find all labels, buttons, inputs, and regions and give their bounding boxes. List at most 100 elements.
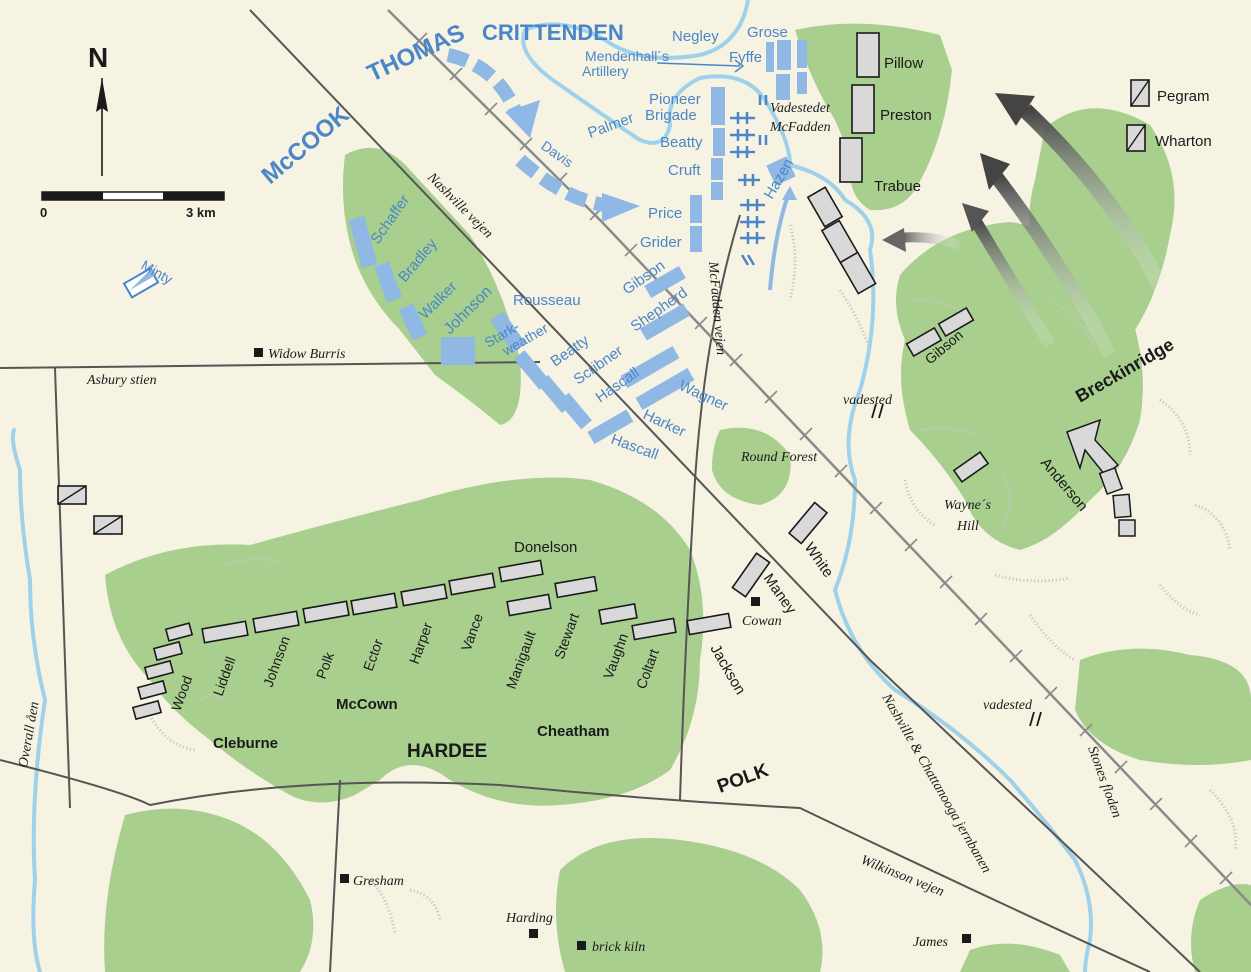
confederate-block <box>905 326 943 358</box>
union-block <box>777 40 791 70</box>
cavalry-slashes <box>57 485 123 535</box>
union-arrowheads <box>505 100 797 222</box>
confederate-block <box>201 620 249 644</box>
union-block <box>711 182 723 200</box>
waynes-hill-label-1: Wayne´s <box>944 498 991 513</box>
confederate-block <box>152 640 184 662</box>
gresham-marker <box>340 874 349 883</box>
union-block <box>489 311 527 353</box>
trabue-label: Trabue <box>874 178 921 195</box>
roads <box>0 9 1201 972</box>
confederate-block <box>806 186 844 228</box>
union-block <box>635 367 695 411</box>
confederate-attack-arrows <box>882 93 1175 359</box>
harding-marker <box>529 929 538 938</box>
legend-wharton: Wharton <box>1155 133 1212 150</box>
confederate-block <box>598 603 638 625</box>
confederate-block <box>506 593 552 617</box>
union-block <box>644 265 686 299</box>
union-block <box>711 158 723 180</box>
union-artillery <box>730 95 768 266</box>
rousseau-label: Rousseau <box>513 292 581 309</box>
asbury-label: Asbury stien <box>86 373 157 388</box>
nashville-road <box>249 9 1201 972</box>
vadestedet-label-2: McFadden <box>769 120 831 135</box>
confederate-block <box>839 251 877 295</box>
confederate-block <box>851 84 875 134</box>
confederate-block <box>856 32 880 78</box>
minty-cavalry <box>122 267 160 299</box>
beatty-label-north: Beatty <box>660 134 703 151</box>
vadestedet-label-1: Vadestedet <box>770 101 831 116</box>
union-block <box>711 87 725 125</box>
round-forest-label: Round Forest <box>740 450 818 465</box>
north-arrow-icon <box>96 78 108 112</box>
stones-river <box>521 0 1093 972</box>
anderson-arrow <box>1066 418 1136 537</box>
brick-kiln-label: brick kiln <box>592 940 645 955</box>
thomas-arrowhead <box>505 100 540 138</box>
cruft-label: Cruft <box>668 162 701 179</box>
mendenhall-label-2: Artillery <box>582 63 629 79</box>
confederate-block <box>448 572 496 596</box>
confederate-block <box>937 306 975 338</box>
forest-areas <box>104 23 1251 972</box>
confederate-block <box>686 612 732 636</box>
pioneer-label-2: Brigade <box>645 107 697 124</box>
scale-end: 3 km <box>186 205 216 220</box>
place-markers <box>254 348 971 950</box>
widow-burris-marker <box>254 348 263 357</box>
union-block <box>690 226 702 252</box>
ford-marks <box>871 403 1042 727</box>
hardee-label: HARDEE <box>407 741 487 762</box>
union-units <box>348 40 807 445</box>
cowan-marker <box>751 597 760 606</box>
hazen-arrowhead <box>782 186 797 200</box>
cowan-label: Cowan <box>742 614 782 629</box>
union-block <box>558 392 592 430</box>
negley-label: Negley <box>672 28 719 45</box>
price-label: Price <box>648 205 682 222</box>
overall-creek <box>10 428 48 972</box>
union-block <box>348 215 378 269</box>
confederate-block <box>631 617 677 641</box>
widow-burris-label: Widow Burris <box>268 347 346 362</box>
legend-pegram: Pegram <box>1157 88 1210 105</box>
west-road <box>54 367 71 809</box>
crittenden-label: CRITTENDEN <box>482 20 624 45</box>
union-block <box>441 337 475 365</box>
grose-label: Grose <box>747 24 788 41</box>
confederate-block <box>302 600 350 624</box>
union-block <box>513 350 551 390</box>
union-block <box>620 345 680 389</box>
confederate-block <box>498 559 544 583</box>
confederate-block <box>787 501 829 545</box>
confederate-block <box>952 450 990 484</box>
davis-arrowhead <box>602 193 640 222</box>
south-road <box>329 779 341 972</box>
scale-start: 0 <box>40 205 47 220</box>
preston-label: Preston <box>880 107 932 124</box>
north-label: N <box>88 42 108 73</box>
confederate-block <box>136 679 168 701</box>
confederate-block <box>164 622 194 642</box>
union-block <box>713 128 725 156</box>
brick-kiln-marker <box>577 941 586 950</box>
union-block <box>766 42 774 72</box>
confederate-block <box>252 610 300 634</box>
pioneer-label-1: Pioneer <box>649 91 701 108</box>
union-block <box>797 40 807 68</box>
vadested-label-1: vadested <box>843 393 893 408</box>
union-block <box>398 303 428 341</box>
confederate-block <box>554 575 598 599</box>
confederate-block <box>350 592 398 616</box>
mccown-label: McCown <box>336 696 398 713</box>
confederate-block <box>839 137 863 183</box>
james-label: James <box>913 935 949 950</box>
artillery-arrow <box>656 59 745 73</box>
confederate-block <box>131 699 163 721</box>
union-block <box>690 195 702 223</box>
grider-label: Grider <box>640 234 682 251</box>
rivers <box>10 0 1093 972</box>
